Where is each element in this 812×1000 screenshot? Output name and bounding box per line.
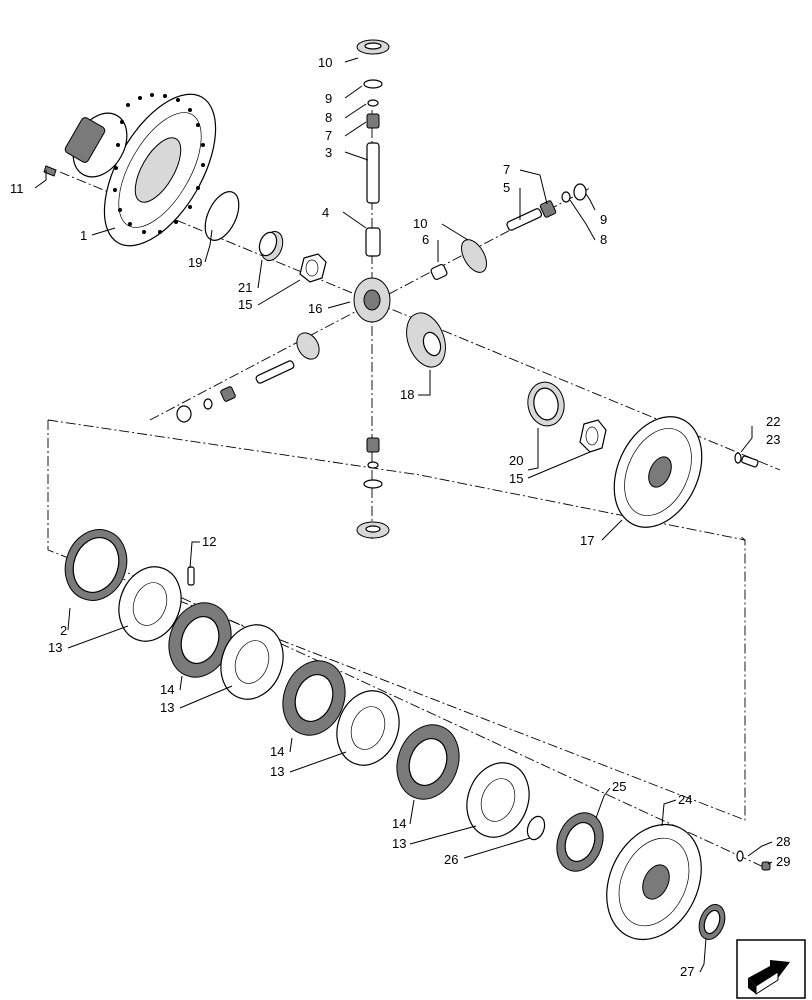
callout-13-c: 13 [270, 764, 284, 779]
callout-28: 28 [776, 834, 790, 849]
part-14-disc-a [168, 602, 232, 678]
part-12-pin [187, 566, 195, 586]
part-10-washer-top [356, 39, 390, 55]
part-gear-left [176, 332, 320, 423]
callout-14-a: 14 [160, 682, 174, 697]
callout-20: 20 [509, 453, 523, 468]
callout-24: 24 [678, 792, 692, 807]
part-19-snap-ring [204, 191, 240, 241]
part-9-clip-right [573, 183, 587, 201]
part-17-cover [613, 416, 703, 528]
part-4-sleeve [365, 227, 381, 257]
callout-15-upper: 15 [238, 297, 252, 312]
callout-13-a: 13 [48, 640, 62, 655]
part-1-housing [64, 93, 217, 247]
callout-26: 26 [444, 852, 458, 867]
callout-16: 16 [308, 301, 322, 316]
part-8-ring-right [561, 191, 571, 203]
part-16-spider-gear [353, 277, 391, 323]
part-9-clip-top [363, 79, 383, 89]
part-18-side-gear [406, 312, 446, 368]
part-21-race [258, 230, 284, 262]
callout-19: 19 [188, 255, 202, 270]
part-13-plate-d [466, 762, 530, 838]
callout-11: 11 [10, 181, 24, 196]
part-15-washer-lower [579, 419, 607, 453]
callout-18: 18 [400, 387, 414, 402]
callout-13-b: 13 [160, 700, 174, 715]
part-8-ring-top [367, 99, 379, 107]
part-2-ring [64, 529, 128, 601]
part-25-bearing [556, 812, 604, 872]
callout-17: 17 [580, 533, 594, 548]
callout-10-top: 10 [318, 55, 332, 70]
part-6-bushing [430, 263, 448, 281]
callout-labels: 10 9 8 7 3 11 1 4 7 5 9 8 10 6 19 21 15 … [10, 55, 790, 979]
part-28-29-bolt [736, 850, 771, 871]
leader-lines [34, 57, 773, 973]
callout-22: 22 [766, 414, 780, 429]
callout-9-top: 9 [325, 91, 332, 106]
part-11-bolt [43, 165, 57, 177]
part-5-pin [506, 208, 543, 231]
callout-13-d: 13 [392, 836, 406, 851]
callout-23: 23 [766, 432, 780, 447]
callout-2: 2 [60, 623, 67, 638]
callout-1: 1 [80, 228, 87, 243]
part-13-plate-b [220, 624, 284, 700]
part-22-23-bolt [734, 452, 759, 468]
part-24-housing-cover [606, 823, 702, 941]
part-14-disc-c [396, 724, 460, 800]
callout-8-top: 8 [325, 110, 332, 125]
part-26-snap-ring [526, 815, 546, 841]
callout-15-lower: 15 [509, 471, 523, 486]
part-10-washer-right [461, 239, 487, 273]
orientation-arrow-icon [736, 939, 806, 999]
callout-27: 27 [680, 964, 694, 979]
part-13-plate-c [336, 690, 400, 766]
part-20-bearing-cup [527, 381, 565, 427]
part-27-seal [698, 904, 726, 940]
callout-8-right: 8 [600, 232, 607, 247]
callout-25: 25 [612, 779, 626, 794]
callout-3: 3 [325, 145, 332, 160]
callout-7-top: 7 [325, 128, 332, 143]
part-3-shaft [366, 142, 380, 204]
callout-14-c: 14 [392, 816, 406, 831]
callout-6: 6 [422, 232, 429, 247]
part-7-spring-top [366, 113, 380, 129]
callout-29: 29 [776, 854, 790, 869]
callout-10-right: 10 [413, 216, 427, 231]
callout-5: 5 [503, 180, 510, 195]
callout-12: 12 [202, 534, 216, 549]
part-13-plate-a [118, 566, 182, 642]
callout-21: 21 [238, 280, 252, 295]
callout-9-right: 9 [600, 212, 607, 227]
callout-4: 4 [322, 205, 329, 220]
part-lower-pin-stack [356, 437, 390, 539]
part-14-disc-b [282, 660, 346, 736]
part-15-washer-upper [299, 253, 327, 283]
part-7-spring-right [539, 200, 557, 218]
callout-14-b: 14 [270, 744, 284, 759]
callout-7-right: 7 [503, 162, 510, 177]
